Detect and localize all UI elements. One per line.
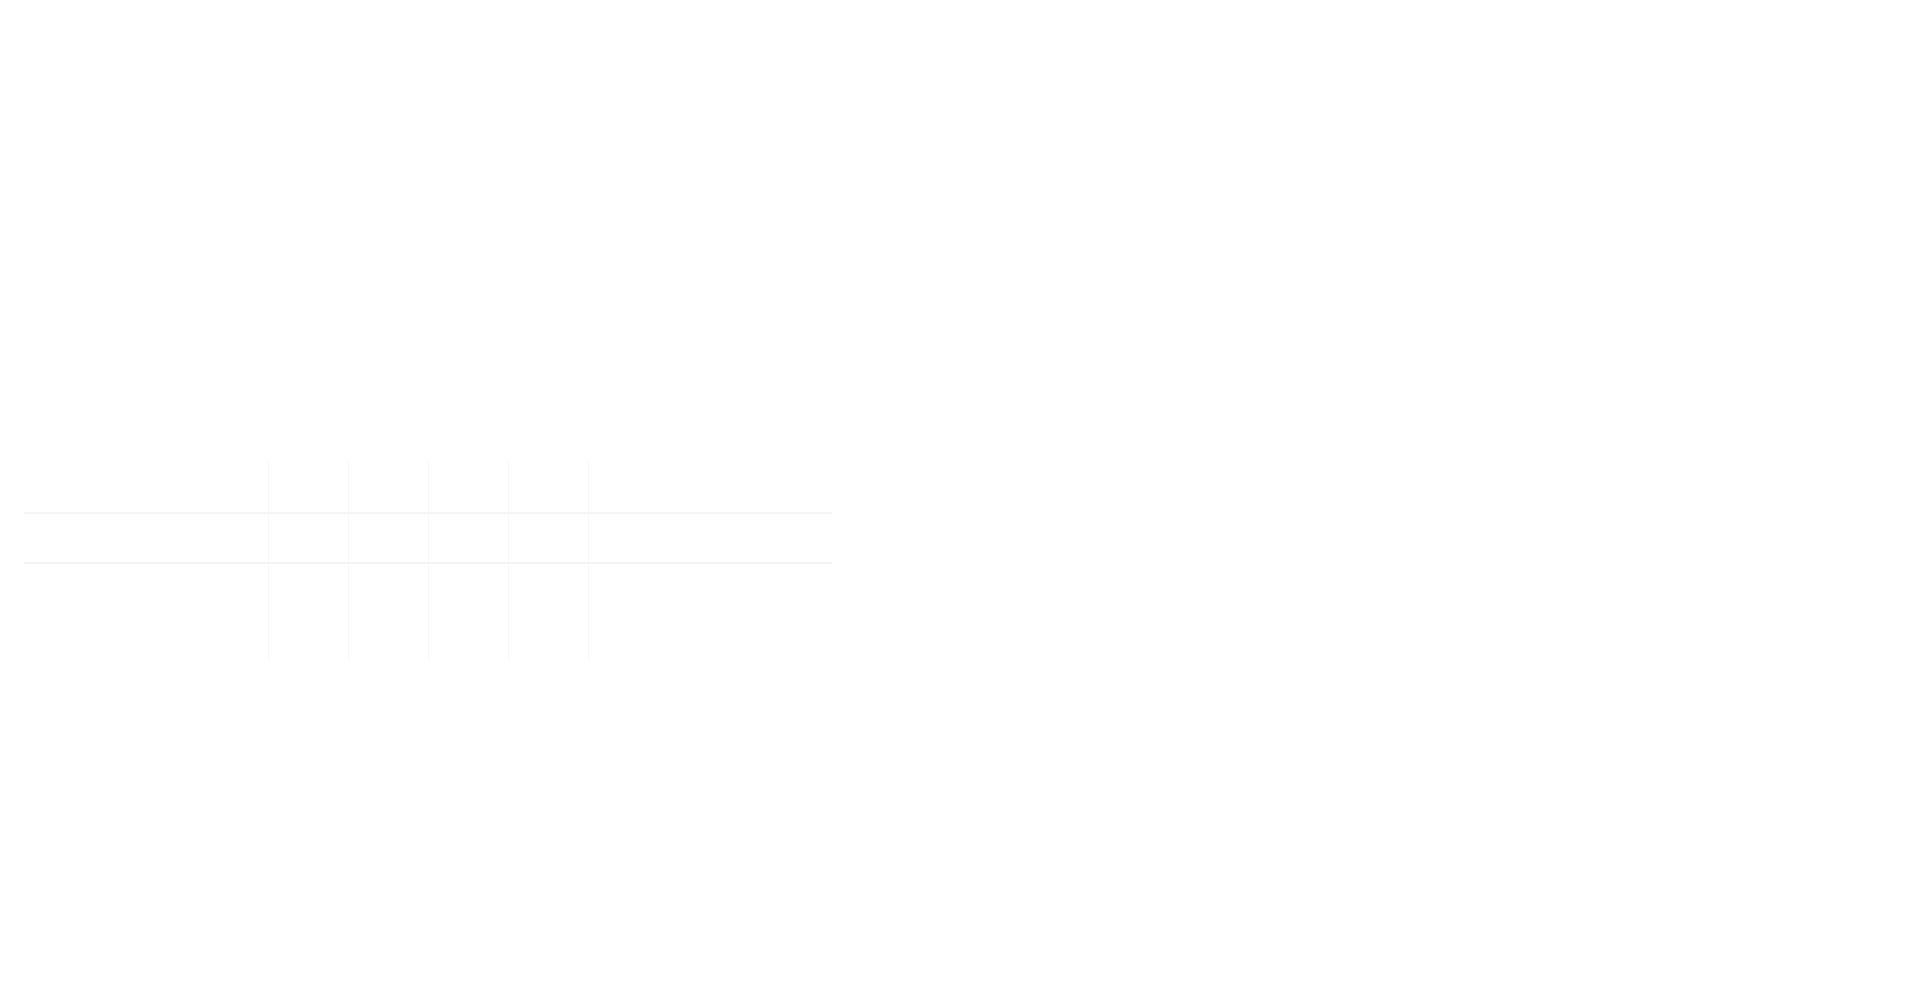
grid-cell — [347, 512, 429, 564]
grid-cell — [267, 462, 349, 514]
grid-cell — [427, 512, 509, 564]
grid-cell — [347, 462, 429, 514]
grid-cell — [587, 563, 832, 660]
grid-row — [24, 563, 832, 660]
grid-cell — [507, 462, 589, 514]
grid-table — [24, 462, 832, 660]
grid-cell — [267, 563, 349, 660]
grid-cell — [24, 563, 269, 660]
grid-cell — [427, 462, 509, 514]
grid-cell — [587, 462, 832, 514]
grid-row — [24, 462, 832, 514]
grid-cell — [24, 512, 269, 564]
grid-row — [24, 512, 832, 564]
grid-cell — [507, 563, 589, 660]
grid-cell — [24, 462, 269, 514]
grid-cell — [507, 512, 589, 564]
grid-cell — [587, 512, 832, 564]
grid-cell — [267, 512, 349, 564]
grid-cell — [347, 563, 429, 660]
grid-cell — [427, 563, 509, 660]
faint-grid — [24, 462, 832, 660]
